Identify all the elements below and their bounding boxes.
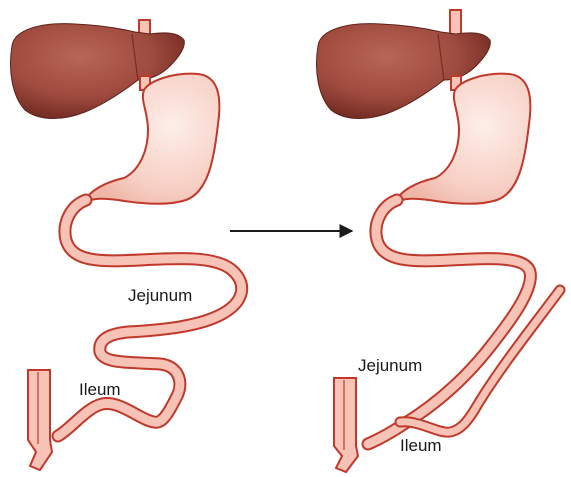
panel-before: Jejunum Ileum [11, 20, 242, 470]
intestine-before [58, 200, 242, 436]
panel-after: Jejunum Ileum [317, 10, 560, 472]
ileum-label-before: Ileum [79, 380, 121, 399]
intestine-after [368, 200, 530, 444]
jejunum-label-after: Jejunum [358, 356, 422, 375]
ileum-label-after: Ileum [400, 436, 442, 455]
colon-after [334, 378, 358, 472]
jejunum-label-before: Jejunum [128, 286, 192, 305]
colon-before [28, 370, 52, 470]
